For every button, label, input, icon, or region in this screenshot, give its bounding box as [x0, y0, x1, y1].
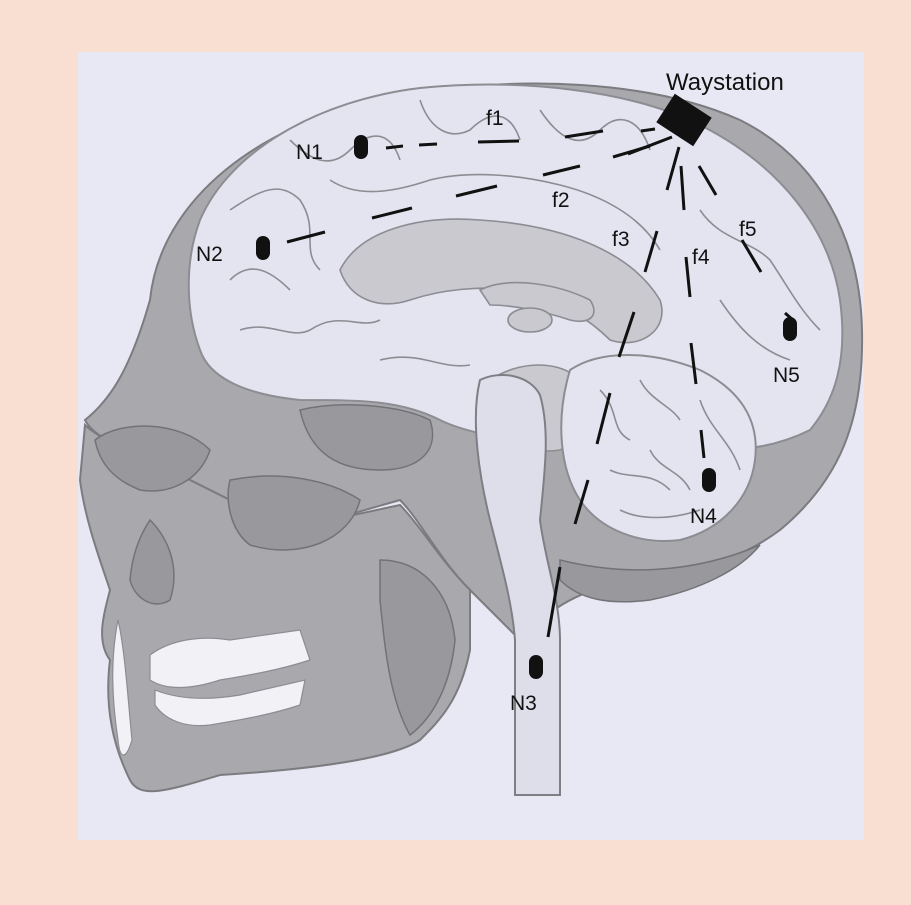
fiber-f1-segment	[419, 144, 437, 145]
n4-label: N4	[690, 505, 717, 528]
fiber-f1-segment	[641, 129, 655, 131]
node-n2	[256, 236, 270, 260]
f3-label: f3	[612, 228, 630, 251]
fiber-f1-segment	[386, 146, 403, 148]
f1-label: f1	[486, 107, 504, 130]
n5-label: N5	[773, 364, 800, 387]
node-n1	[354, 135, 368, 159]
n2-label: N2	[196, 243, 223, 266]
f2-label: f2	[552, 189, 570, 212]
n3-label: N3	[510, 692, 537, 715]
node-n4	[702, 468, 716, 492]
node-n5	[783, 317, 797, 341]
n1-label: N1	[296, 141, 323, 164]
node-n3	[529, 655, 543, 679]
f5-label: f5	[739, 218, 757, 241]
fiber-f1-segment	[478, 141, 519, 142]
f4-label: f4	[692, 246, 710, 269]
waystation-label: Waystation	[666, 69, 784, 96]
